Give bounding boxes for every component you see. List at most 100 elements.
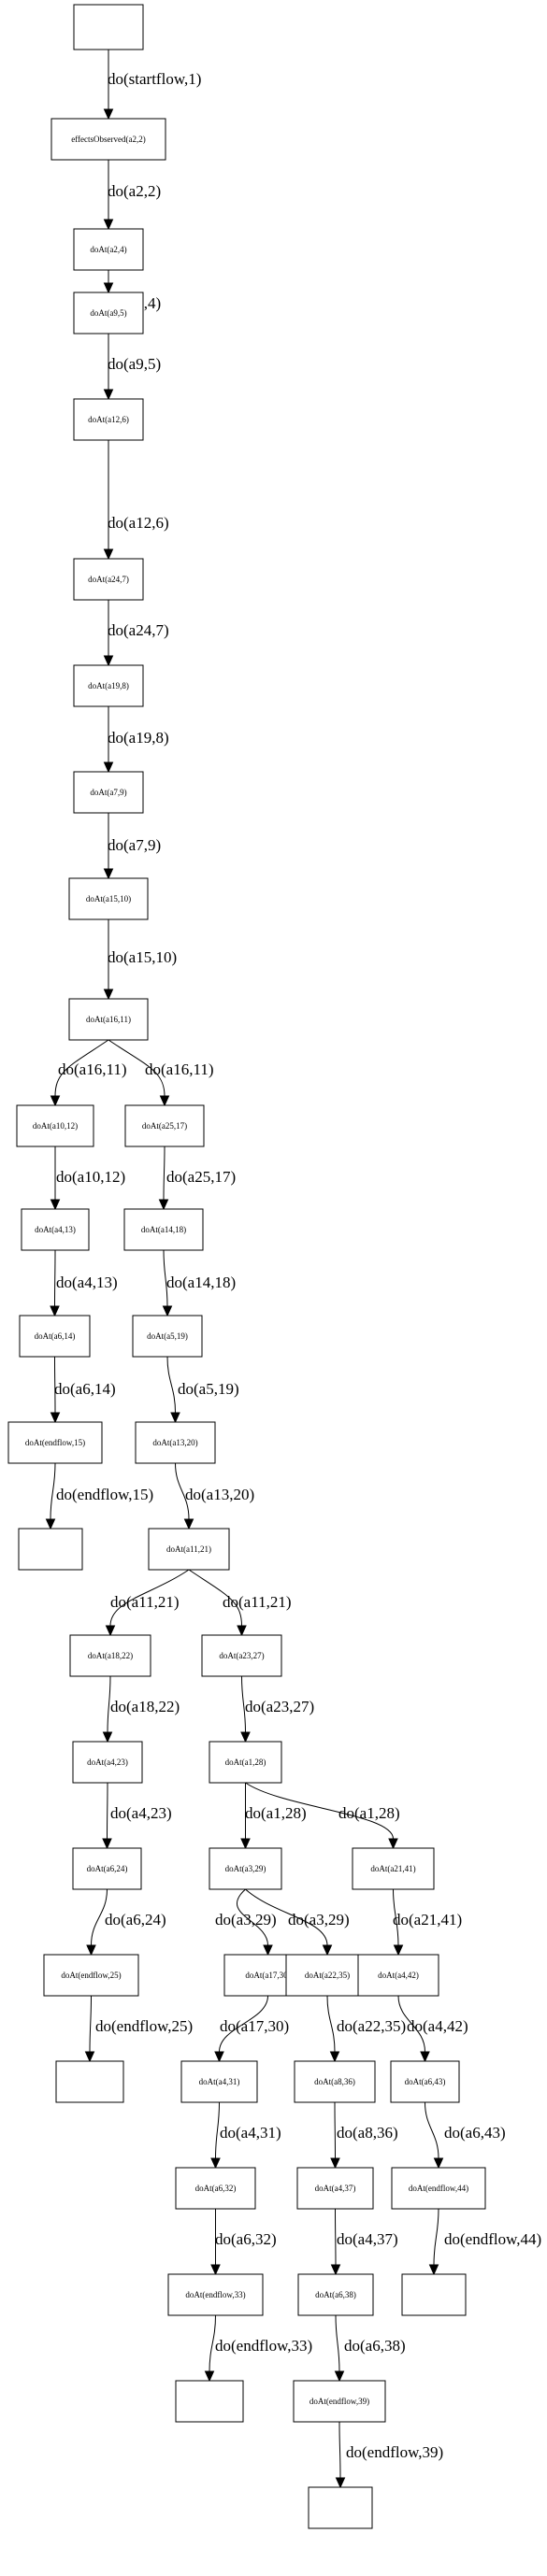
node-label: doAt(a12,6) <box>88 415 129 424</box>
edge-label: do(a16,11) <box>145 1060 214 1078</box>
edge-n24-n28: do(a3,29) <box>245 1888 350 1957</box>
edge-label: do(a23,27) <box>245 1698 314 1715</box>
node-box <box>209 1741 282 1784</box>
arrowhead <box>102 1731 113 1743</box>
edge-n36-end4: do(endflow,33) <box>204 2314 312 2383</box>
state-node: doAt(a9,5) <box>73 292 144 334</box>
edge-line <box>335 2208 337 2266</box>
edge-n18-n19: do(a11,21) <box>105 1569 190 1637</box>
edge-line <box>241 1675 246 1733</box>
node-box <box>391 2167 486 2210</box>
state-node: doAt(a6,32) <box>175 2167 256 2210</box>
edge-n23-n26: do(a6,24) <box>86 1888 166 1957</box>
edge-n22-n24: do(a1,28) <box>240 1783 307 1850</box>
state-node: doAt(a4,31) <box>180 2060 258 2103</box>
edge-line <box>50 1462 56 1520</box>
edge-label: do(a18,22) <box>110 1698 180 1715</box>
node-label: doAt(a6,38) <box>315 2290 356 2299</box>
edge-line <box>163 1146 166 1201</box>
edge-n20-n22: do(a23,27) <box>240 1675 314 1743</box>
terminal-node <box>18 1528 83 1571</box>
arrowhead <box>263 1944 273 1957</box>
state-node: doAt(a4,42) <box>357 1954 439 1997</box>
edge-n12-n14: do(a4,13) <box>50 1249 118 1317</box>
arrowhead <box>214 2051 224 2063</box>
edge-label: do(a9,5) <box>108 355 161 373</box>
arrowhead <box>103 219 114 231</box>
edge-label: do(a7,9) <box>108 836 161 854</box>
edge-line <box>237 1888 268 1946</box>
node-label: doAt(a18,22) <box>88 1651 133 1660</box>
node-box <box>73 558 144 601</box>
node-label: doAt(a16,11) <box>86 1015 131 1024</box>
edge-label: do(endflow,15) <box>56 1486 153 1503</box>
edge-line <box>107 1675 111 1733</box>
edge-label: do(a1,28) <box>338 1804 400 1822</box>
node-box <box>69 1634 151 1677</box>
arrowhead <box>103 548 114 561</box>
edge-n25-n29: do(a21,41) <box>393 1888 462 1957</box>
state-node: doAt(a7,9) <box>73 771 144 814</box>
edge-line <box>108 1039 166 1097</box>
node-label: doAt(a15,10) <box>86 894 131 904</box>
node-box <box>148 1528 230 1571</box>
node-box <box>50 118 166 161</box>
edge-line <box>245 1782 394 1840</box>
node-label: doAt(a23,27) <box>219 1651 264 1660</box>
edge-label: do(a11,21) <box>110 1593 180 1611</box>
arrowhead <box>50 1095 61 1107</box>
arrowhead <box>158 1199 169 1211</box>
arrowhead <box>162 1305 173 1317</box>
edge-n34-n37: do(a4,37) <box>330 2208 398 2276</box>
edge-line <box>425 2101 439 2159</box>
arrowhead <box>210 2157 221 2170</box>
node-label: doAt(a8,36) <box>314 2077 355 2086</box>
edge-label: do(a21,41) <box>393 1911 462 1928</box>
node-box <box>73 398 144 441</box>
node-label: doAt(endflow,39) <box>309 2397 369 2406</box>
node-label: doAt(a6,43) <box>405 2077 446 2086</box>
node-label: doAt(a10,12) <box>33 1121 78 1131</box>
state-node: doAt(a25,17) <box>124 1104 205 1147</box>
edge-line <box>109 1569 190 1627</box>
node-box <box>135 1421 216 1464</box>
edge-label: do(a12,6) <box>108 514 169 532</box>
node-label: doAt(endflow,33) <box>185 2290 245 2299</box>
edge-label: do(a1,28) <box>245 1804 307 1822</box>
arrowhead <box>159 1095 170 1107</box>
edge-line <box>219 1995 268 2053</box>
arrowhead <box>329 2051 340 2063</box>
node-box <box>73 4 144 50</box>
edge-n15-n17: do(a5,19) <box>166 1356 239 1424</box>
node-label: doAt(a3,29) <box>225 1864 266 1873</box>
node-box <box>16 1104 94 1147</box>
state-node: doAt(a6,43) <box>390 2060 460 2103</box>
state-node: doAt(endflow,33) <box>167 2273 264 2316</box>
node-label: doAt(a13,20) <box>152 1438 197 1447</box>
arrowhead <box>428 2264 439 2276</box>
arrowhead <box>393 1944 404 1957</box>
node-box <box>296 2167 374 2210</box>
arrowhead <box>240 1838 251 1850</box>
edge-label: do(a4,37) <box>337 2230 398 2248</box>
edge-n9-n10: do(a16,11) <box>50 1039 127 1107</box>
node-label: doAt(a21,41) <box>370 1864 415 1873</box>
edge-n22-n25: do(a1,28) <box>245 1782 400 1850</box>
node-box <box>175 2380 244 2423</box>
node-box <box>72 1741 143 1784</box>
node-label: doAt(a9,5) <box>90 308 126 318</box>
edge-line <box>433 2208 439 2266</box>
edge-n38-end5: do(endflow,39) <box>335 2421 443 2489</box>
arrowhead <box>103 761 114 774</box>
edge-line <box>188 1569 242 1627</box>
arrowhead <box>102 1838 112 1850</box>
node-box <box>68 998 149 1041</box>
node-box <box>357 1954 439 1997</box>
state-node: doAt(a5,19) <box>132 1315 203 1358</box>
node-box <box>73 228 144 271</box>
edge-label: do(endflow,33) <box>215 2337 312 2355</box>
node-label: doAt(a7,9) <box>90 788 126 797</box>
edge-line <box>54 1356 56 1414</box>
node-box <box>293 2380 386 2423</box>
edge-line <box>215 2101 220 2159</box>
